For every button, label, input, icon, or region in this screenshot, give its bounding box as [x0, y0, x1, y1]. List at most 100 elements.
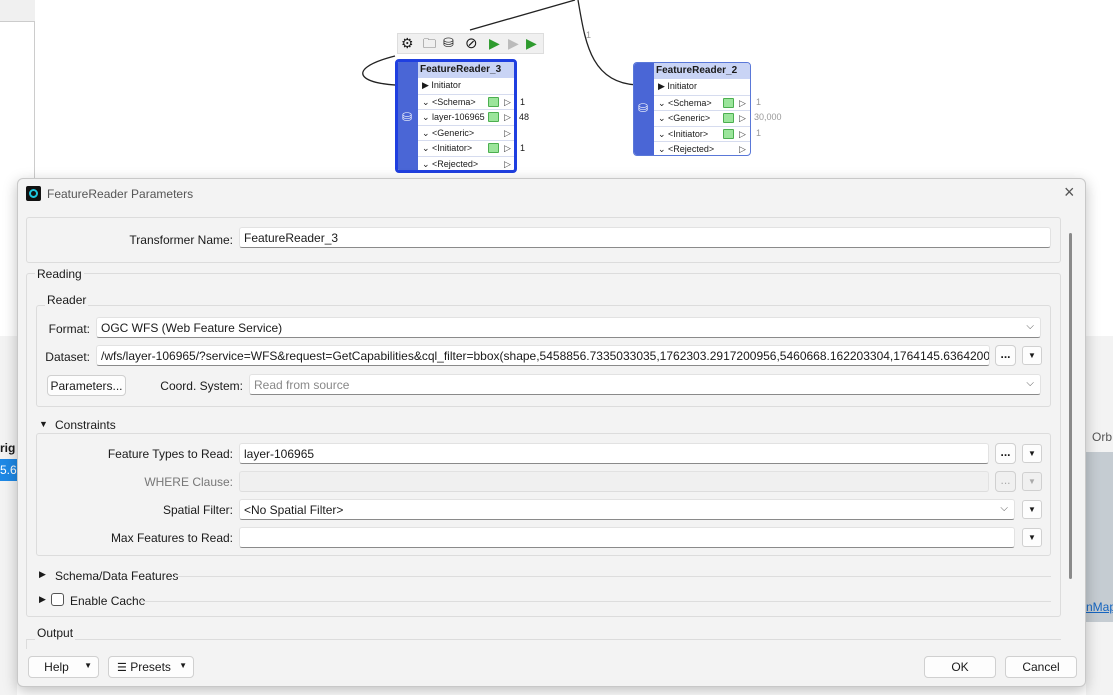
- dataset-browse-button[interactable]: ...: [995, 345, 1016, 366]
- constraints-expand-icon[interactable]: ▼: [39, 419, 48, 429]
- disable-icon[interactable]: ⊘: [465, 35, 478, 52]
- gear-icon[interactable]: ⚙: [401, 35, 414, 51]
- input-port[interactable]: ▶ Initiator: [658, 81, 697, 91]
- dialog-title: FeatureReader Parameters: [47, 187, 194, 201]
- enable-cache-checkbox[interactable]: [51, 593, 64, 606]
- enable-cache-label[interactable]: Enable Cache: [70, 594, 146, 608]
- port-label: <Schema>: [432, 96, 476, 107]
- feature-types-label: Feature Types to Read:: [107, 447, 233, 461]
- schema-data-features-label[interactable]: Schema/Data Features: [55, 569, 179, 583]
- name-panel: [26, 217, 1061, 263]
- left-column-header: rig: [0, 441, 16, 455]
- coord-system-select[interactable]: Read from source⌵: [249, 374, 1041, 395]
- feature-types-browse-button[interactable]: ...: [995, 443, 1016, 464]
- port-label: Initiator: [431, 80, 461, 90]
- reader-label: Reader: [45, 293, 89, 307]
- where-clause-browse-button[interactable]: ...: [995, 471, 1016, 492]
- node-side: ⛁: [634, 63, 654, 155]
- output-arrow-icon: ▷: [504, 143, 511, 153]
- feature-reader-2-node[interactable]: ⛁ FeatureReader_2 ▶ Initiator ⌄ <Schema>…: [633, 62, 751, 156]
- where-clause-dropdown-button[interactable]: ▼: [1022, 472, 1042, 491]
- help-label: Help: [44, 660, 69, 674]
- input-port[interactable]: ▶ Initiator: [422, 80, 461, 90]
- output-port[interactable]: ⌄ <Initiator>▷: [654, 125, 750, 142]
- chevron-down-icon: ⌵: [1026, 378, 1034, 389]
- right-link[interactable]: nMap: [1086, 600, 1113, 614]
- cancel-button[interactable]: Cancel: [1005, 656, 1077, 678]
- port-label: <Initiator>: [668, 128, 709, 139]
- spatial-filter-select[interactable]: <No Spatial Filter>⌵: [239, 499, 1015, 520]
- transformer-name-input[interactable]: FeatureReader_3: [239, 227, 1051, 248]
- format-value: OGC WFS (Web Feature Service): [101, 321, 283, 335]
- port-label: Initiator: [667, 81, 697, 91]
- spatial-filter-dropdown-button[interactable]: ▼: [1022, 500, 1042, 519]
- output-arrow-icon: ▷: [504, 127, 511, 138]
- feature-types-input[interactable]: layer-106965: [239, 443, 989, 464]
- left-panel-header: [0, 0, 35, 22]
- inspect-icon[interactable]: ⛁: [443, 35, 454, 50]
- port-label: <Generic>: [432, 127, 475, 138]
- output-port[interactable]: ⌄ <Schema>▷: [418, 93, 514, 110]
- right-tool-label[interactable]: Orb: [1092, 430, 1113, 444]
- constraints-label[interactable]: Constraints: [55, 418, 116, 432]
- node-title: FeatureReader_2: [654, 63, 750, 79]
- reader-icon: ⛁: [638, 101, 649, 115]
- max-features-input[interactable]: [239, 527, 1015, 548]
- feature-count: 48: [519, 112, 530, 122]
- eye-icon[interactable]: [488, 143, 499, 153]
- port-label: layer-106965: [432, 112, 485, 122]
- help-button[interactable]: Help ▼: [28, 656, 99, 678]
- divider: [175, 576, 1051, 577]
- output-arrow-icon: ▷: [504, 158, 511, 169]
- max-features-dropdown-button[interactable]: ▼: [1022, 528, 1042, 547]
- run-icon[interactable]: ▶: [489, 35, 500, 51]
- max-features-label: Max Features to Read:: [110, 531, 233, 545]
- output-arrow-icon: ▷: [504, 112, 511, 122]
- ok-button[interactable]: OK: [924, 656, 996, 678]
- chevron-down-icon: ▼: [84, 661, 92, 670]
- schema-expand-icon[interactable]: ▶: [39, 569, 46, 579]
- eye-icon[interactable]: [723, 113, 734, 123]
- output-port[interactable]: ⌄ <Generic>▷: [654, 110, 750, 126]
- presets-button[interactable]: ☰ Presets▼: [108, 656, 194, 678]
- where-clause-input[interactable]: [239, 471, 989, 492]
- reader-group: [36, 305, 1051, 407]
- feature-count: 1: [520, 97, 526, 107]
- feature-count: 1: [756, 128, 762, 138]
- output-port[interactable]: ⌄ <Generic>▷: [418, 124, 514, 141]
- feature-types-dropdown-button[interactable]: ▼: [1022, 444, 1042, 463]
- node-side: ⛁: [398, 62, 418, 170]
- left-selected-cell[interactable]: 5.63: [0, 459, 17, 481]
- output-port[interactable]: ⌄ <Rejected>▷: [418, 155, 514, 171]
- parameters-button[interactable]: Parameters...: [47, 375, 126, 396]
- folder-icon[interactable]: 🗀: [423, 36, 437, 51]
- feature-count: 1: [756, 97, 762, 107]
- feature-count: 1: [520, 143, 526, 153]
- spatial-filter-value: <No Spatial Filter>: [244, 503, 344, 517]
- coord-system-label: Coord. System:: [160, 379, 243, 393]
- dataset-dropdown-button[interactable]: ▼: [1022, 346, 1042, 365]
- dataset-input[interactable]: /wfs/layer-106965/?service=WFS&request=G…: [96, 345, 990, 366]
- eye-icon[interactable]: [488, 112, 499, 122]
- run-to-icon[interactable]: ▶: [508, 35, 519, 51]
- node-toolbar: ⚙ 🗀 ⛁ ⊘ ▶ ▶ ▶: [397, 33, 544, 54]
- close-icon[interactable]: ×: [1064, 182, 1075, 202]
- port-label: <Rejected>: [432, 158, 479, 169]
- transformer-name-label: Transformer Name:: [129, 233, 233, 247]
- eye-icon[interactable]: [723, 97, 734, 108]
- feature-reader-3-node[interactable]: ⛁ FeatureReader_3 ▶ Initiator ⌄ <Schema>…: [395, 59, 517, 173]
- output-port[interactable]: ⌄ <Initiator>▷: [418, 140, 514, 156]
- scrollbar[interactable]: [1069, 233, 1072, 579]
- eye-icon[interactable]: [488, 96, 499, 107]
- port-label: <Rejected>: [668, 144, 715, 154]
- run-from-icon[interactable]: ▶: [526, 35, 537, 51]
- eye-icon[interactable]: [723, 128, 734, 139]
- format-select[interactable]: OGC WFS (Web Feature Service)⌵: [96, 317, 1041, 338]
- output-port[interactable]: ⌄ <Rejected>▷: [654, 141, 750, 155]
- right-gray-area: [1086, 452, 1113, 622]
- presets-icon: ☰: [117, 662, 127, 674]
- where-clause-label: WHERE Clause:: [144, 475, 233, 489]
- output-port[interactable]: ⌄ layer-106965▷: [418, 109, 514, 125]
- output-port[interactable]: ⌄ <Schema>▷: [654, 94, 750, 111]
- cache-expand-icon[interactable]: ▶: [39, 594, 46, 604]
